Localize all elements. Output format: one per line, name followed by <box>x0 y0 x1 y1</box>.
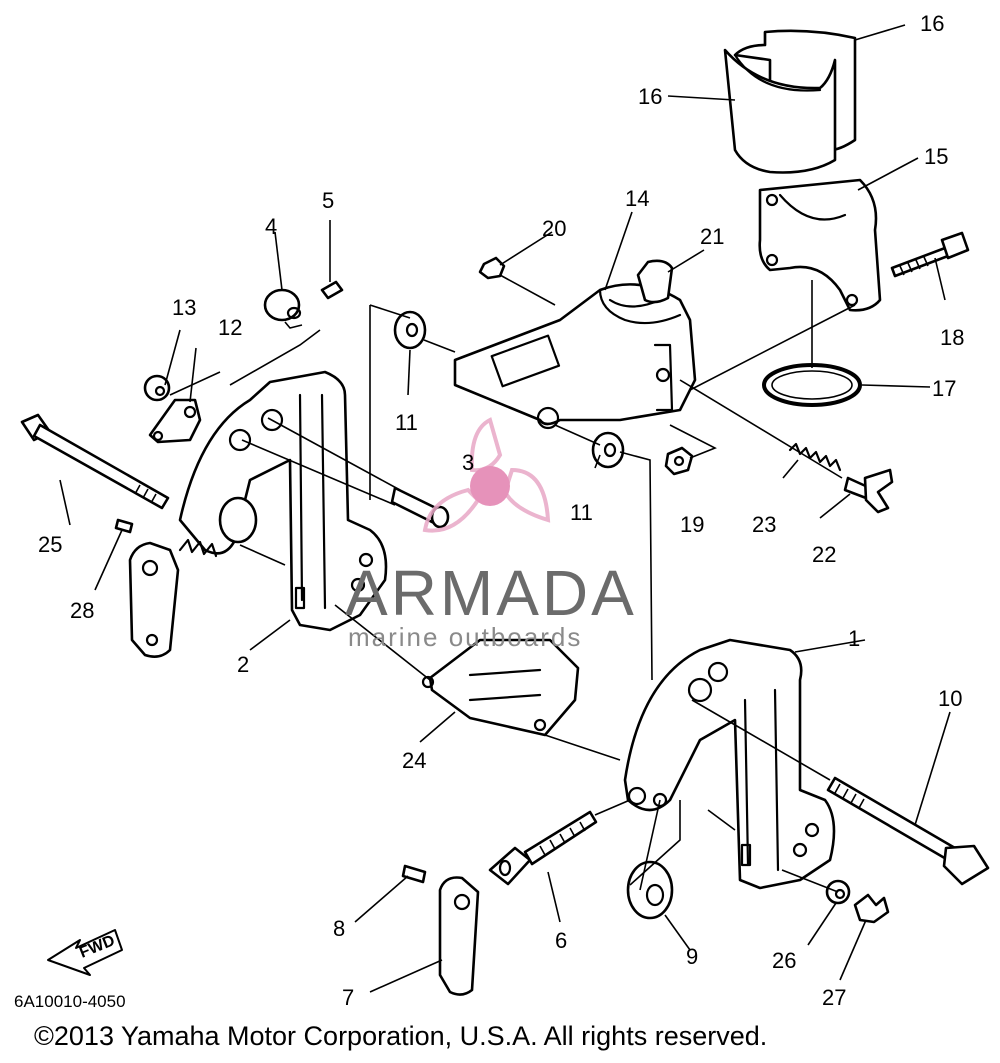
callout-27: 27 <box>822 985 846 1010</box>
part-lever-left <box>128 538 218 658</box>
part-17-o-ring <box>762 363 862 407</box>
part-27-wing-nut <box>853 893 890 924</box>
part-23-spring <box>788 442 842 472</box>
part-22-wing-bolt <box>843 468 894 514</box>
part-15-steering-clamp <box>758 178 882 312</box>
propeller-logo-icon <box>422 417 551 533</box>
callout-3: 3 <box>462 450 474 475</box>
callout-5: 5 <box>322 188 334 213</box>
callout-14: 14 <box>625 186 649 211</box>
callout-numbers: 1 2 3 4 5 6 7 8 9 10 11 11 12 13 14 15 1… <box>38 11 964 1010</box>
callout-6: 6 <box>555 928 567 953</box>
callout-22: 22 <box>812 542 836 567</box>
copyright-notice: ©2013 Yamaha Motor Corporation, U.S.A. A… <box>34 1021 767 1051</box>
callout-17: 17 <box>932 376 956 401</box>
callout-25: 25 <box>38 532 62 557</box>
part-1-clamp-bracket-right <box>623 638 836 890</box>
part-18-bolt <box>890 231 970 278</box>
callout-4: 4 <box>265 214 277 239</box>
part-20-nut <box>478 256 506 280</box>
callout-16-top: 16 <box>920 11 944 36</box>
callout-13: 13 <box>172 295 196 320</box>
leader-lines <box>59 24 951 993</box>
part-24-tilt-stopper <box>421 638 580 737</box>
part-2-clamp-bracket-left <box>178 370 388 632</box>
part-4-grommet <box>263 288 302 322</box>
part-10-through-bolt <box>826 776 990 886</box>
part-12-plate <box>148 398 202 444</box>
callout-18: 18 <box>940 325 964 350</box>
callout-1: 1 <box>848 626 860 651</box>
watermark-tagline: marine outboards <box>348 622 582 652</box>
part-11-washer-upper <box>393 310 427 350</box>
part-25-through-bolt <box>20 413 170 510</box>
part-9-plate-washer <box>626 860 674 920</box>
callout-10: 10 <box>938 686 962 711</box>
callout-28: 28 <box>70 598 94 623</box>
watermark-brand: ARMADA <box>345 557 637 629</box>
callout-9: 9 <box>686 944 698 969</box>
callout-12: 12 <box>218 315 242 340</box>
part-21-cap <box>636 259 674 304</box>
callout-21: 21 <box>700 224 724 249</box>
callout-8: 8 <box>333 916 345 941</box>
part-11-washer-lower <box>591 431 625 469</box>
part-13-nut <box>143 374 171 402</box>
callout-20: 20 <box>542 216 566 241</box>
callout-11-lower: 11 <box>570 500 593 525</box>
callout-2: 2 <box>237 652 249 677</box>
callout-24: 24 <box>402 748 426 773</box>
part-3-pin <box>390 486 450 529</box>
part-5-pin <box>320 280 344 300</box>
part-8-pin <box>401 864 427 884</box>
part-6-adjuster-rod <box>488 810 598 886</box>
part-16-bushing-halves <box>723 29 857 174</box>
callout-7: 7 <box>342 985 354 1010</box>
part-19-nut <box>664 446 694 476</box>
callout-16-left: 16 <box>638 84 662 109</box>
callout-23: 23 <box>752 512 776 537</box>
part-7-lever <box>438 876 480 996</box>
callout-19: 19 <box>680 512 704 537</box>
callout-11-upper: 11 <box>395 410 418 435</box>
part-28-pin <box>114 518 134 534</box>
part-14-swivel-bracket <box>453 283 697 430</box>
callout-26: 26 <box>772 948 796 973</box>
part-code: 6A10010-4050 <box>14 992 126 1011</box>
callout-15: 15 <box>924 144 948 169</box>
armada-watermark: ARMADA marine outboards <box>345 417 637 652</box>
fwd-direction-arrow: FWD <box>47 929 123 976</box>
